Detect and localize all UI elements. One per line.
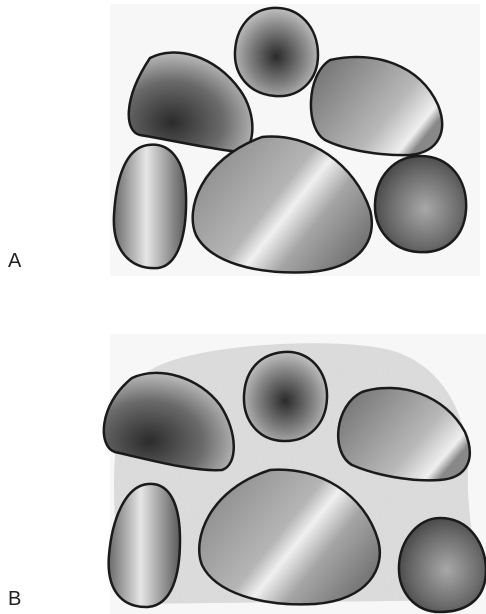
panel-a (110, 4, 480, 276)
panel-b-label: B (8, 588, 21, 611)
particle-a-lower-right (375, 156, 466, 252)
panel-b (104, 334, 486, 614)
panel-a-label: A (8, 250, 21, 273)
particle-b-lower-right (399, 518, 486, 612)
particle-a-top (235, 8, 318, 96)
particle-a-lower-left (114, 145, 186, 268)
particle-b-top (244, 352, 327, 441)
